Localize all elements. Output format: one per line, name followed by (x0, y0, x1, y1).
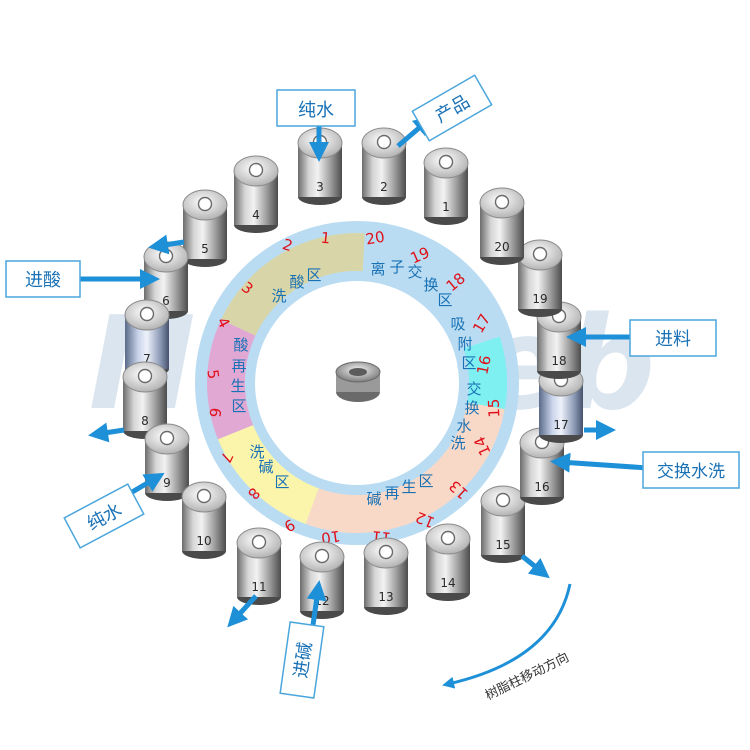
arrow-exchange-wash (550, 452, 649, 473)
zone-number: 5 (203, 368, 222, 380)
svg-text:进碱: 进碱 (291, 641, 317, 680)
svg-text:纯水: 纯水 (298, 100, 334, 121)
resin-column: 13 (363, 537, 409, 615)
resin-column: 1 (423, 147, 469, 225)
column-port-icon (139, 306, 155, 322)
column-number: 6 (162, 294, 170, 308)
column-number: 5 (201, 242, 209, 256)
zone-alkali-regen (305, 402, 505, 533)
zone-number: 15 (485, 398, 504, 418)
column-port-icon (248, 162, 264, 178)
zone-label-ion-exchange: 离子交换区 (370, 258, 452, 309)
column-number: 18 (551, 354, 566, 368)
zone-acid-regen (207, 319, 256, 440)
zone-label-exchange-wash: 交换水洗 (450, 380, 481, 452)
resin-column: 20 (479, 187, 525, 265)
resin-column: 10 (181, 481, 227, 559)
resin-column: 12 (299, 541, 345, 619)
column-port-icon (197, 196, 213, 212)
column-number: 8 (141, 414, 149, 428)
label-pure-water-top: 纯水 (276, 89, 356, 127)
label-product: 产品 (411, 74, 493, 142)
column-number: 16 (534, 480, 549, 494)
zone-label-adsorption: 吸附区 (450, 315, 476, 372)
zone-wash-alkali (217, 424, 319, 524)
zone-number: 1 (320, 229, 331, 248)
column-port-icon (494, 194, 510, 210)
column-number: 19 (532, 292, 547, 306)
column-number: 13 (378, 590, 393, 604)
arrow-column-15-out (520, 554, 550, 579)
zone-number: 20 (364, 228, 386, 249)
resin-column: 11 (236, 527, 282, 605)
label-acid-in: 进酸 (5, 260, 81, 298)
resin-column: 19 (517, 239, 563, 317)
column-number: 14 (440, 576, 455, 590)
column-number: 9 (163, 476, 171, 490)
svg-text:进酸: 进酸 (25, 270, 61, 291)
column-port-icon (196, 488, 212, 504)
column-number: 17 (553, 418, 568, 432)
column-port-icon (314, 548, 330, 564)
column-number: 10 (196, 534, 211, 548)
resin-column: 15 (480, 485, 526, 563)
arrow-column-8-out (88, 422, 125, 443)
zone-number: 12 (413, 508, 437, 532)
column-port-icon (159, 430, 175, 446)
resin-column: 5 (182, 189, 228, 267)
resin-column: 4 (233, 155, 279, 233)
zone-label-acid-regen: 酸再生区 (230, 336, 248, 415)
column-number: 2 (380, 180, 388, 194)
zone-label-wash-acid: 洗酸区 (271, 266, 321, 305)
column-number: 11 (251, 580, 266, 594)
direction-label: 树脂柱移动方向 (483, 649, 572, 703)
label-pure-water-bottom: 纯水 (63, 483, 145, 549)
column-number: 3 (316, 180, 324, 194)
zone-number: 6 (206, 407, 225, 418)
svg-text:进料: 进料 (655, 329, 691, 350)
column-port-icon (438, 154, 454, 170)
column-port-icon (378, 544, 394, 560)
zone-number: 16 (473, 354, 495, 376)
column-port-icon (532, 246, 548, 262)
column-number: 15 (495, 538, 510, 552)
resin-column: 2 (361, 127, 407, 205)
column-number: 1 (442, 200, 450, 214)
zone-label-wash-alkali: 洗碱区 (249, 443, 289, 491)
zone-wash-acid (221, 233, 365, 336)
label-exchange-wash: 交换水洗 (642, 451, 740, 489)
svg-text:交换水洗: 交换水洗 (657, 462, 725, 482)
column-port-icon (158, 248, 174, 264)
resin-column: 8 (122, 361, 168, 439)
column-port-icon (440, 530, 456, 546)
column-number: 20 (494, 240, 509, 254)
column-port-icon (137, 368, 153, 384)
resin-column: 14 (425, 523, 471, 601)
column-port-icon (376, 134, 392, 150)
direction-arrow (442, 583, 572, 689)
arrow-column-11-out (227, 594, 258, 628)
column-port-icon (495, 492, 511, 508)
column-number: 7 (143, 352, 151, 366)
column-port-icon (251, 534, 267, 550)
column-number: 4 (252, 208, 260, 222)
arrow-column-5-out (148, 234, 185, 255)
zone-label-alkali-regen: 碱再生区 (366, 472, 433, 508)
zone-exchange-wash-inner (463, 336, 507, 410)
resin-column: 9 (144, 423, 190, 501)
label-alkali-in: 进碱 (279, 621, 325, 699)
rotary-valve-hub (335, 361, 381, 402)
label-feed-in: 进料 (629, 319, 717, 357)
